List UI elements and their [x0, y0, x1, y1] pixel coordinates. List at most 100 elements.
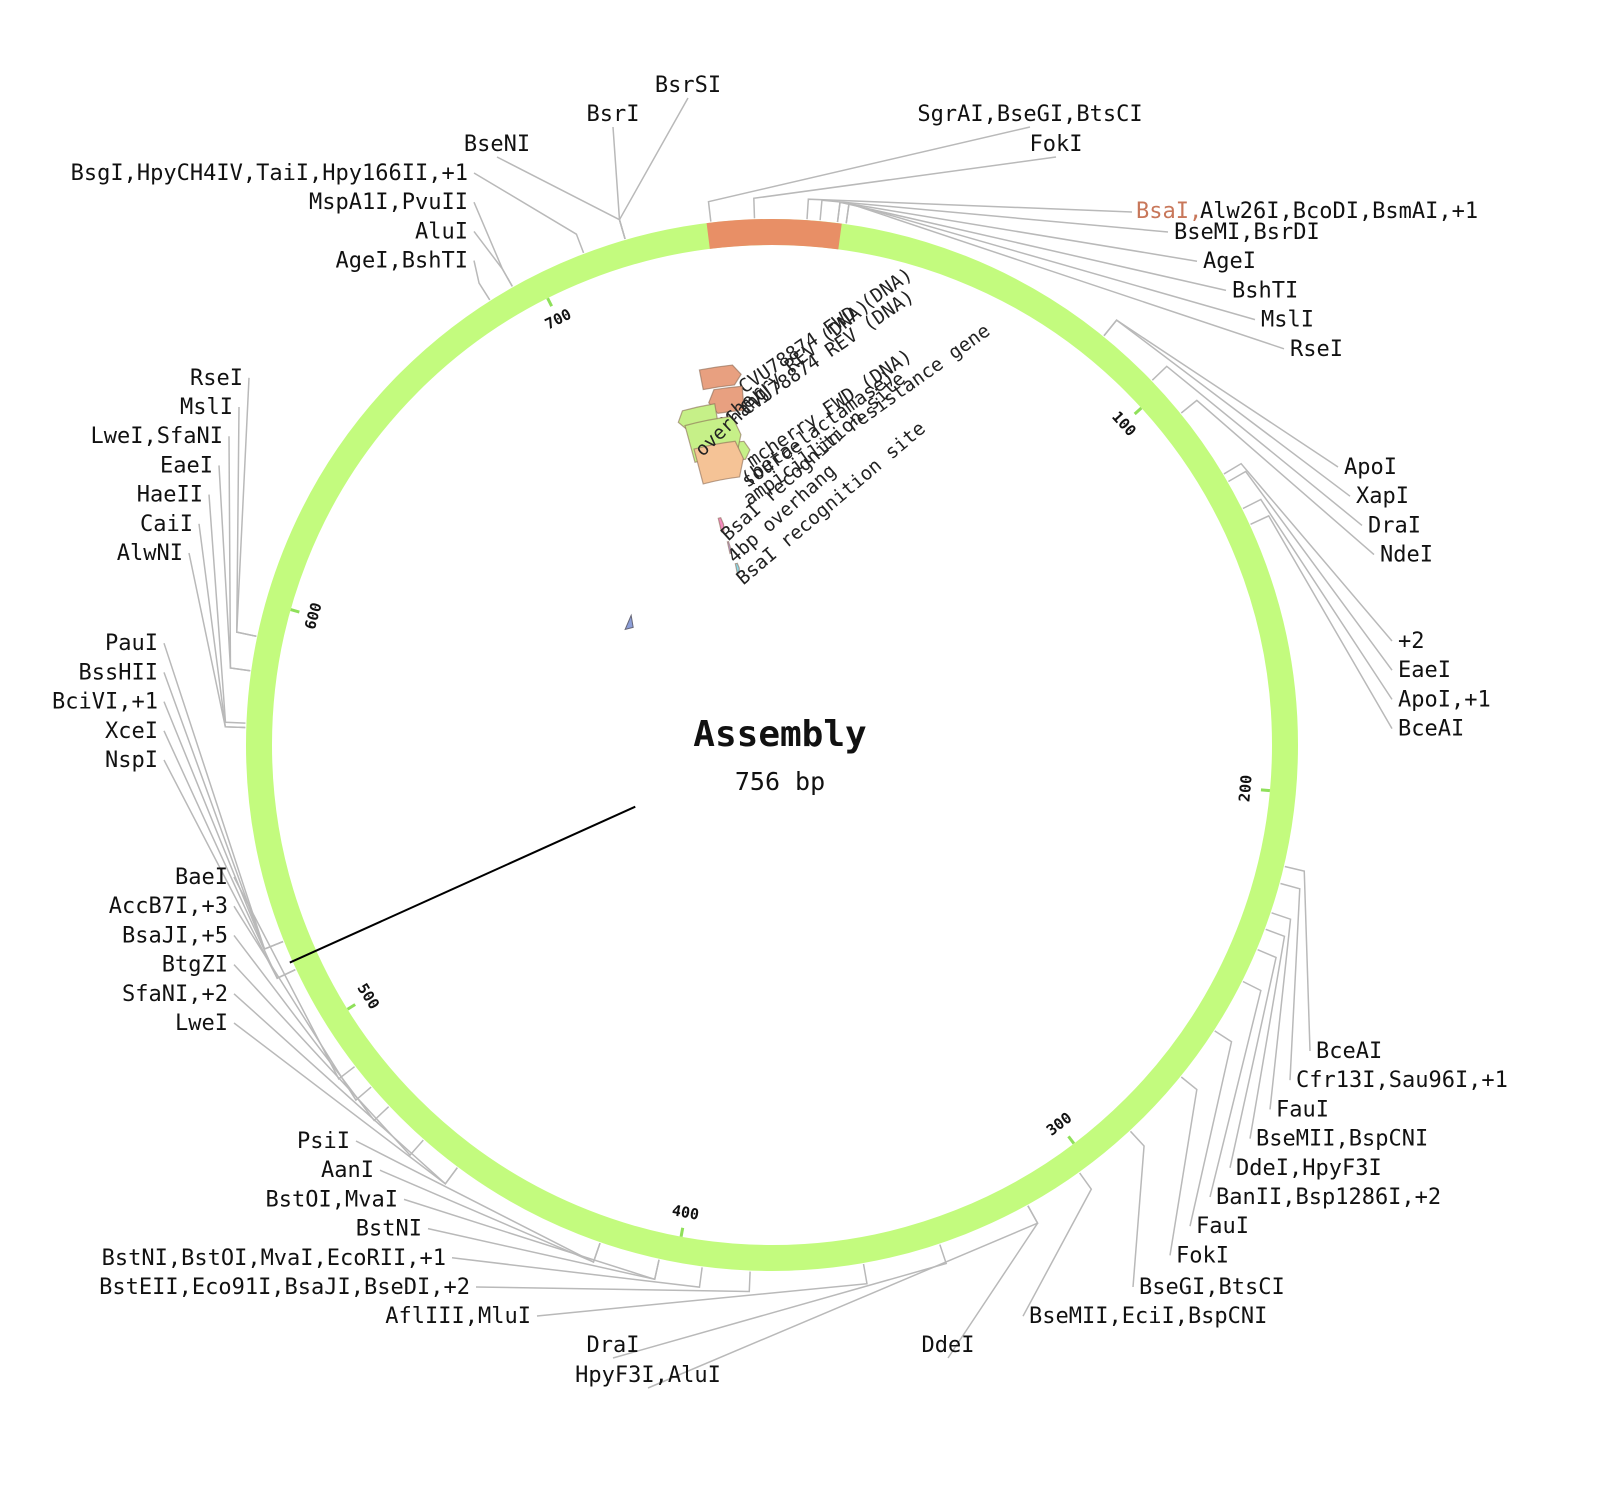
enzyme-label[interactable]: HaeII [137, 483, 203, 508]
enzyme-leader-line [1284, 865, 1311, 1052]
enzyme-label[interactable]: FauI [1196, 1214, 1249, 1239]
enzyme-label[interactable]: ApoI,+1 [1398, 687, 1491, 712]
feature-arrow[interactable] [726, 540, 732, 555]
enzyme-label[interactable]: BtgZI [162, 953, 228, 978]
enzyme-label[interactable]: Alw26I,BcoDI,BsmAI,+1 [1200, 199, 1478, 224]
enzyme-label[interactable]: BsrI [587, 102, 640, 127]
overhang-marker[interactable] [624, 613, 634, 631]
enzyme-labels: BsrSI BsrI BseNI BsgI,HpyCH4IV,TaiI,Hpy166I… [52, 73, 1508, 1388]
enzyme-label[interactable]: AanI [321, 1158, 374, 1183]
enzyme-label[interactable]: BssHII [79, 660, 158, 685]
tick-mark [546, 297, 553, 307]
enzyme-label[interactable]: BsaJI,+5 [122, 923, 228, 948]
enzyme-label[interactable]: BstEII,Eco91I,BsaJI,BseDI,+2 [99, 1275, 470, 1300]
tick-mark [290, 608, 300, 614]
tick-mark [1067, 1135, 1076, 1145]
enzyme-label[interactable]: AflIII,MluI [385, 1304, 531, 1329]
enzyme-leader-lines [163, 97, 1393, 1389]
enzyme-label[interactable]: BaeI [175, 865, 228, 890]
enzyme-leader-line [198, 523, 246, 729]
feature-arrow[interactable] [693, 440, 744, 485]
enzyme-label[interactable]: SgrAI,BseGI,BtsCI [917, 102, 1142, 127]
enzyme-leader-line [536, 1263, 868, 1317]
enzyme-label[interactable]: HpyF3I,AluI [575, 1363, 721, 1388]
enzyme-label[interactable]: RseI [190, 366, 243, 391]
enzyme-label[interactable]: LweI [175, 1011, 228, 1036]
enzyme-label[interactable]: NspI [105, 748, 158, 773]
enzyme-leader-line [403, 1198, 660, 1281]
enzyme-label[interactable]: FauI [1276, 1097, 1329, 1122]
enzyme-label[interactable]: +2 [1398, 629, 1425, 654]
enzyme-leader-line [233, 934, 390, 1122]
enzyme-label[interactable]: PsiI [297, 1129, 350, 1154]
enzyme-label[interactable]: BseNI [464, 132, 530, 157]
feature-arrow[interactable] [698, 364, 742, 391]
enzyme-label[interactable]: PauI [105, 631, 158, 656]
enzyme-label[interactable]: AlwNI [117, 541, 183, 566]
enzyme-label[interactable]: AgeI [1203, 249, 1256, 274]
enzyme-label[interactable]: BceAI [1398, 717, 1464, 742]
enzyme-label[interactable]: AluI [415, 219, 468, 244]
enzyme-label[interactable]: BciVI,+1 [52, 690, 158, 715]
enzyme-leader-line [475, 1271, 751, 1293]
enzyme-label[interactable]: BsgI,HpyCH4IV,TaiI,Hpy166II,+1 [71, 161, 468, 186]
enzyme-label[interactable]: BstOI,MvaI [266, 1187, 398, 1212]
enzyme-label[interactable]: EaeI [1398, 658, 1451, 683]
enzyme-label[interactable]: BstNI [356, 1217, 422, 1242]
enzyme-leader-line [1151, 365, 1363, 526]
enzyme-label[interactable]: FokI [1176, 1243, 1229, 1268]
enzyme-label[interactable]: RseI [1290, 337, 1343, 362]
enzyme-label[interactable]: NdeI [1380, 543, 1433, 568]
enzyme-label[interactable]: DraI [1368, 513, 1421, 538]
enzyme-label[interactable]: BsrSI [655, 73, 721, 98]
enzyme-label[interactable]: ApoI [1344, 455, 1397, 480]
selected-region-arc[interactable] [706, 219, 842, 250]
enzyme-label[interactable]: BceAI [1316, 1039, 1382, 1064]
enzyme-label[interactable]: Cfr13I,Sau96I,+1 [1296, 1068, 1508, 1093]
enzyme-label[interactable]: MslI [1261, 308, 1314, 333]
enzyme-label[interactable]: DdeI,HpyF3I [1236, 1156, 1382, 1181]
enzyme-label[interactable]: BshTI [1232, 278, 1298, 303]
enzyme-label[interactable]: BstNI,BstOI,MvaI,EcoRII,+1 [102, 1246, 446, 1271]
enzyme-leader-line [355, 1140, 601, 1264]
enzyme-label-highlighted[interactable]: BsaI, [1136, 199, 1202, 224]
enzyme-leader-line [1129, 1130, 1145, 1288]
feature-arrow[interactable] [734, 562, 740, 575]
enzyme-label[interactable]: LweI,SfaNI [91, 424, 223, 449]
enzyme-label[interactable]: MspA1I,PvuII [309, 190, 468, 215]
enzyme-leader-line [163, 730, 296, 980]
enzyme-label[interactable]: SfaNI,+2 [122, 982, 228, 1007]
enzyme-label[interactable]: BseMI,BsrDI [1174, 220, 1320, 245]
feature-arrow[interactable] [717, 517, 725, 533]
enzyme-leader-line [473, 260, 491, 301]
enzyme-leader-line [1242, 498, 1393, 700]
enzyme-label[interactable]: AgeI,BshTI [336, 249, 468, 274]
enzyme-label[interactable]: AccB7I,+3 [109, 894, 228, 919]
enzyme-label[interactable]: BseGI,BtsCI [1139, 1275, 1285, 1300]
enzyme-leader-line [836, 201, 1227, 292]
enzyme-leader-line [163, 642, 284, 951]
enzyme-leader-line [1103, 319, 1351, 497]
enzyme-leader-line [806, 198, 1133, 220]
enzyme-label[interactable]: DdeI [922, 1333, 975, 1358]
enzyme-label[interactable]: BanII,Bsp1286I,+2 [1216, 1185, 1441, 1210]
enzyme-label[interactable]: DraI [587, 1333, 640, 1358]
enzyme-label[interactable]: MslI [180, 395, 233, 420]
enzyme-label[interactable]: EaeI [160, 453, 213, 478]
enzyme-leader-line [612, 1244, 948, 1359]
enzyme-label[interactable]: XapI [1356, 484, 1409, 509]
enzyme-leader-line [612, 126, 626, 240]
enzyme-label[interactable]: BseMII,EciI,BspCNI [1029, 1304, 1267, 1329]
tick-label: 200 [1235, 774, 1255, 803]
enzyme-label[interactable]: XceI [105, 719, 158, 744]
enzyme-leader-line [753, 156, 1057, 219]
enzyme-leader-line [1249, 928, 1286, 1139]
enzyme-leader-line [228, 436, 251, 672]
enzyme-label[interactable]: FokI [1030, 132, 1083, 157]
enzyme-label[interactable]: BseMII,BspCNI [1256, 1127, 1428, 1152]
feature-arrow[interactable] [708, 385, 745, 415]
position-cursor [289, 805, 636, 964]
enzyme-label[interactable]: CaiI [140, 512, 193, 537]
feature-annotations: CVU78874 FWD (DNA)CVU78874 REV (DNA)mche… [624, 263, 994, 631]
